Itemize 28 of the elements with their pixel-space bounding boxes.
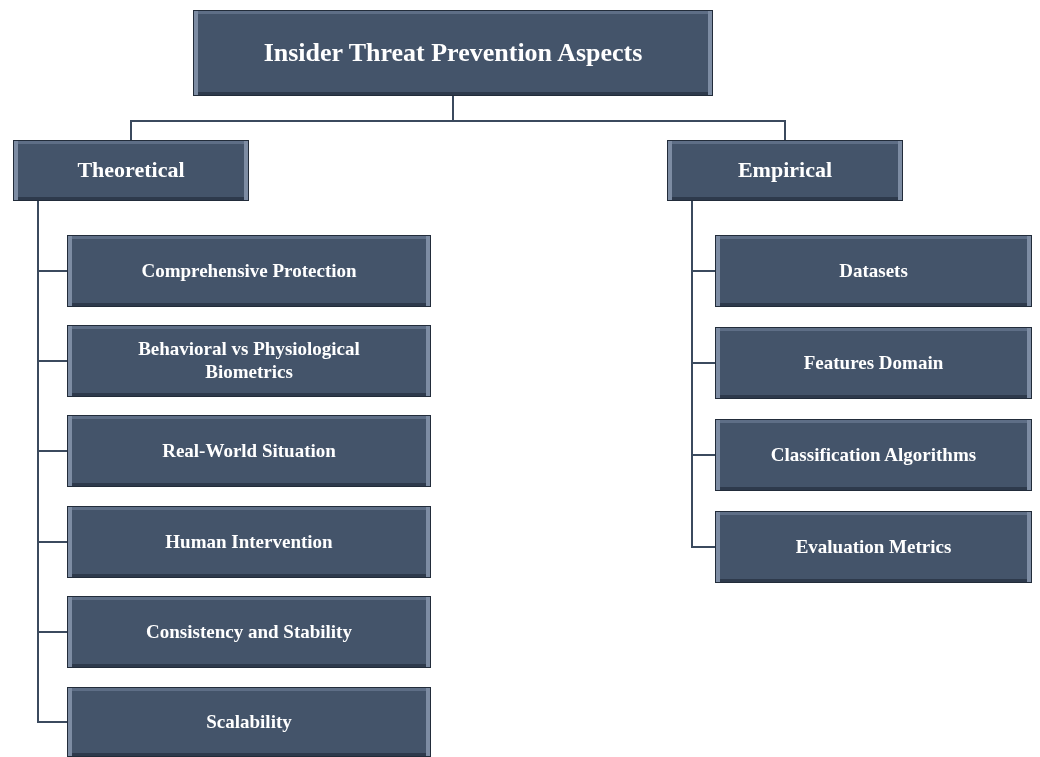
topic-box [67,235,431,307]
topic-box [715,235,1032,307]
topic-box [67,325,431,397]
topic-box [67,596,431,668]
topic-label: Scalability [206,710,292,734]
topic-label: Features Domain [803,351,944,375]
topic-box [715,511,1032,583]
topic-label: Comprehensive Protection [141,259,357,283]
topic-box [667,140,903,201]
topic-label: Behavioral vs Physiological Biometrics [137,338,361,384]
topic-box [67,687,431,757]
topic-box [67,506,431,578]
topic-label: Theoretical [77,157,185,184]
topic-box [67,415,431,487]
topic-label: Evaluation Metrics [795,535,952,559]
topic-label: Human Intervention [165,530,333,554]
topic-label: Datasets [839,259,908,283]
topic-label: Classification Algorithms [770,443,977,467]
connector-line [691,200,716,548]
topic-box [715,419,1032,491]
topic-label: Insider Threat Prevention Aspects [263,37,643,69]
connector-line [452,95,786,141]
topic-label: Empirical [737,157,833,184]
topic-box [715,327,1032,399]
topic-label: Consistency and Stability [146,620,352,644]
topic-box [193,10,713,96]
topic-label: Real-World Situation [162,439,336,463]
topic-box [13,140,249,201]
